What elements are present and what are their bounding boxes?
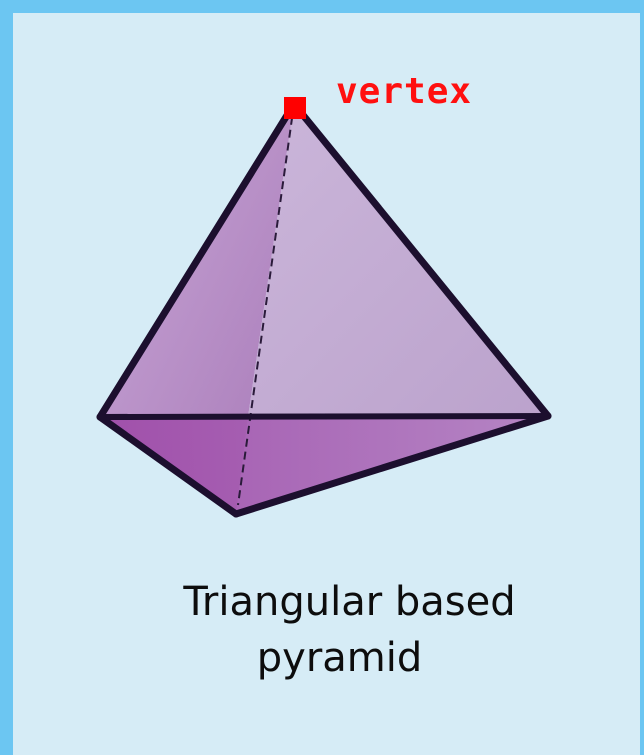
edge-base-front-left <box>96 413 240 518</box>
edge-right <box>290 100 552 420</box>
base-face <box>100 416 548 514</box>
hidden-edge-apex <box>237 103 295 506</box>
edge-left <box>96 100 298 421</box>
front-right-face <box>248 104 548 417</box>
vertex-marker <box>284 97 306 119</box>
diagram-caption: Triangular based pyramid <box>0 574 644 686</box>
caption-line-2: pyramid <box>256 635 423 681</box>
edge-base-front-right <box>232 412 552 518</box>
vertex-label: vertex <box>336 71 473 112</box>
front-left-face <box>100 104 294 514</box>
edge-base-back <box>97 413 551 420</box>
caption-line-1: Triangular based <box>183 579 516 625</box>
